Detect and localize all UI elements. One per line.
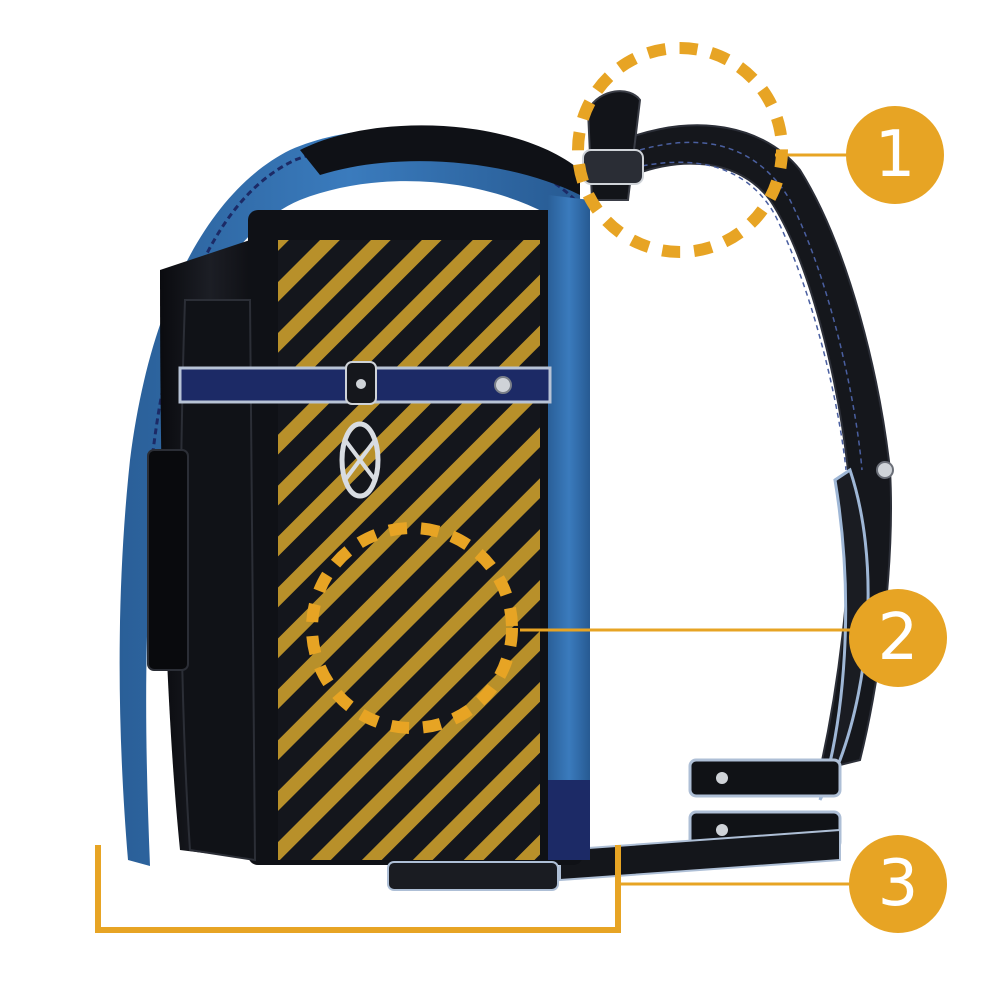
callout-3-marker — [95, 845, 852, 933]
callout-badge-1: 1 — [846, 106, 944, 204]
callout-badge-3: 3 — [849, 835, 947, 933]
shoulder-strap — [559, 124, 894, 882]
bag-body — [147, 195, 590, 865]
callout-number: 1 — [874, 118, 916, 192]
callout-number: 3 — [877, 847, 919, 921]
callout-number: 2 — [877, 601, 919, 675]
striped-side-panel — [278, 240, 540, 860]
bag-flap — [119, 125, 580, 866]
front-band — [178, 361, 552, 499]
callout-2-marker — [306, 522, 852, 734]
lock-clasp — [339, 421, 381, 499]
callout-badge-2: 2 — [849, 589, 947, 687]
callout-1-marker — [572, 42, 850, 258]
